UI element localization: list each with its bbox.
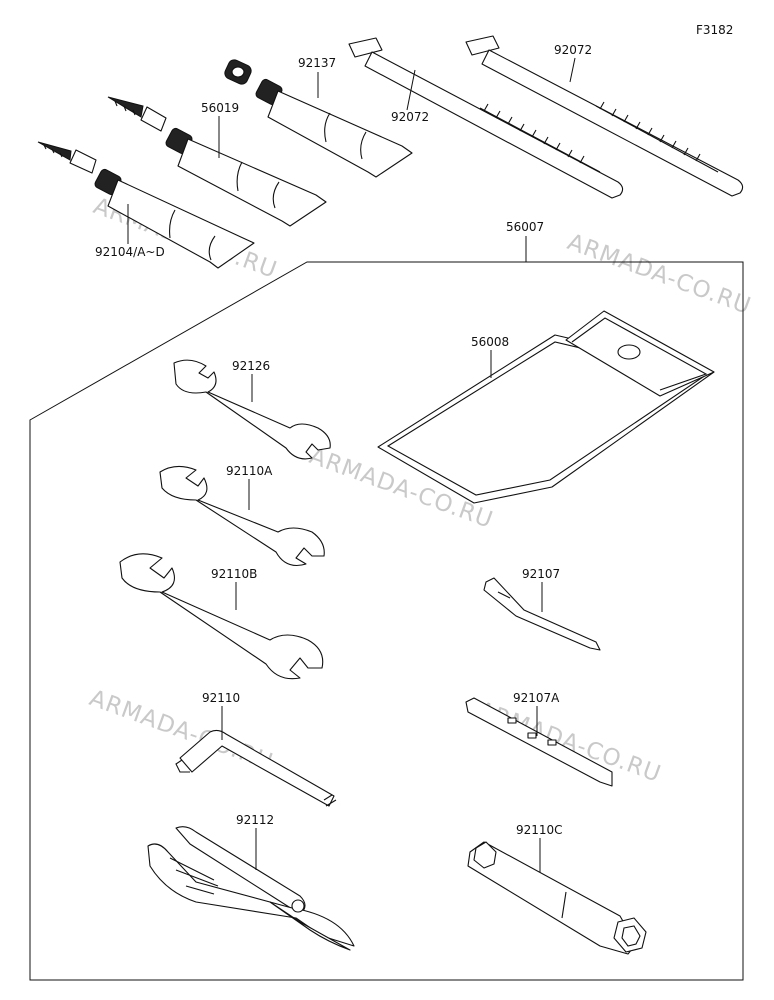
screwdriver-92107[interactable] [483, 577, 601, 651]
label-92137: 92137 [298, 56, 336, 70]
label-92110c: 92110C [516, 823, 563, 837]
label-92107a: 92107A [513, 691, 560, 705]
watermark: ARMADA-CO.RU [564, 229, 755, 320]
wrench-92110b[interactable] [119, 553, 324, 680]
leader-lines [127, 57, 576, 872]
kit-outline [29, 261, 744, 981]
label-56007: 56007 [506, 220, 544, 234]
tube-92137[interactable] [223, 58, 413, 178]
label-92112: 92112 [236, 813, 274, 827]
tube-56019[interactable] [107, 96, 327, 227]
label-92126: 92126 [232, 359, 270, 373]
tool-case[interactable] [377, 310, 715, 504]
part-labels: 92104/A~D 56019 92137 92072 92072 56007 … [95, 43, 592, 837]
cable-tie-left[interactable] [348, 37, 624, 199]
label-92110b: 92110B [211, 567, 257, 581]
screwdriver-handle-92107a[interactable] [465, 697, 613, 787]
tube-92104[interactable] [37, 141, 255, 269]
figure-code: F3182 [696, 23, 733, 37]
label-92104: 92104/A~D [95, 245, 165, 259]
watermark: ARMADA-CO.RU [86, 685, 277, 776]
label-56019: 56019 [201, 101, 239, 115]
label-92072-left: 92072 [391, 110, 429, 124]
label-92107: 92107 [522, 567, 560, 581]
pliers-92112[interactable] [147, 826, 355, 951]
cable-tie-right[interactable] [465, 35, 744, 197]
wrench-92126[interactable] [173, 359, 331, 460]
label-92110: 92110 [202, 691, 240, 705]
label-92072-right: 92072 [554, 43, 592, 57]
plug-wrench-92110c[interactable] [467, 841, 647, 955]
label-92110a: 92110A [226, 464, 273, 478]
wrench-92110a[interactable] [159, 465, 325, 567]
label-56008: 56008 [471, 335, 509, 349]
watermark: ARMADA-CO.RU [474, 697, 665, 788]
